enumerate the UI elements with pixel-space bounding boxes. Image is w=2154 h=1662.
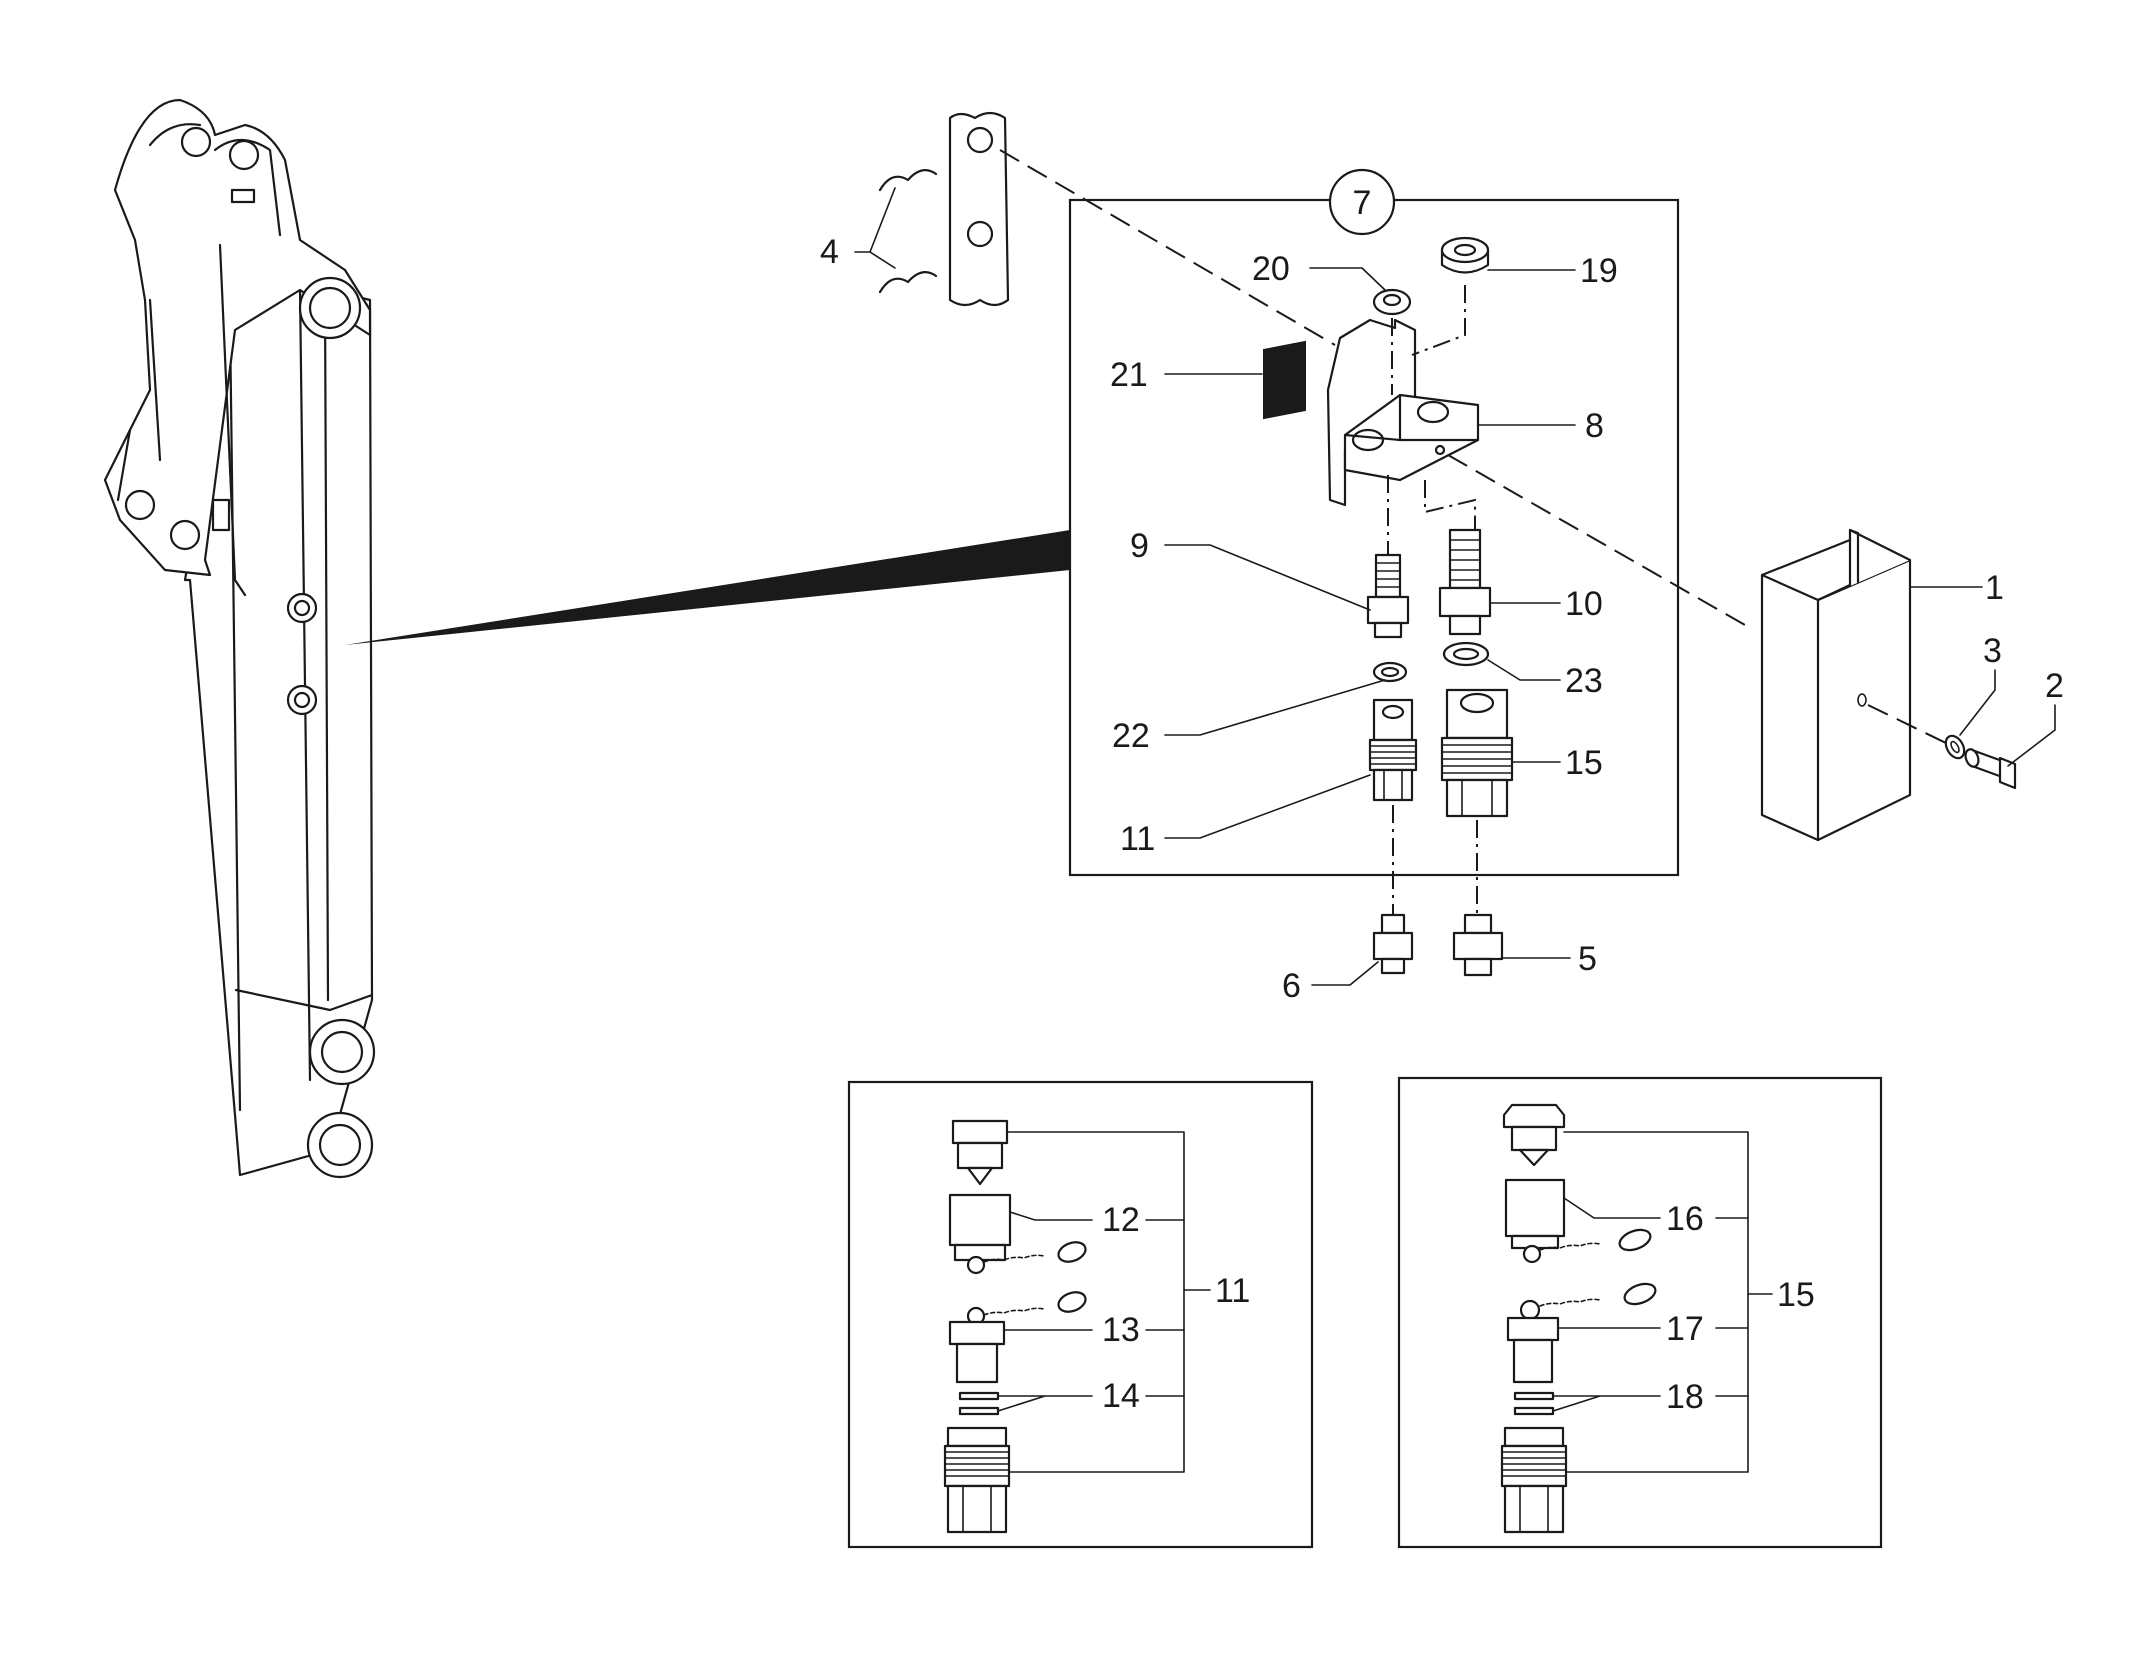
seal-23 bbox=[1442, 641, 1490, 667]
leader-20 bbox=[1309, 267, 1386, 291]
callout-3: 3 bbox=[1983, 632, 2002, 670]
bracket bbox=[1326, 318, 1480, 507]
callout-7: 7 bbox=[1353, 184, 1372, 222]
inset-left-parts bbox=[943, 1119, 1087, 1534]
nut-20 bbox=[1372, 288, 1412, 316]
inset-right-leaders bbox=[1552, 1131, 1773, 1473]
adapter-9 bbox=[1366, 553, 1410, 639]
washer-3 bbox=[1944, 734, 1966, 760]
callout-11: 11 bbox=[1120, 820, 1155, 858]
axis-19 bbox=[1411, 285, 1466, 356]
leader-22 bbox=[1164, 679, 1386, 736]
inset-left-frame bbox=[847, 1080, 1314, 1549]
leader-6 bbox=[1311, 961, 1379, 986]
inset-right-callout-15: 15 bbox=[1777, 1276, 1815, 1314]
boom-arm bbox=[103, 98, 376, 1179]
nut-19 bbox=[1440, 236, 1490, 274]
callout-15: 15 bbox=[1565, 744, 1603, 782]
callout-9: 9 bbox=[1130, 527, 1149, 565]
axis-8-10 bbox=[1424, 480, 1476, 530]
callout-23: 23 bbox=[1565, 662, 1603, 700]
inset-right-callout-17: 17 bbox=[1666, 1310, 1704, 1348]
inset-right-callout-18: 18 bbox=[1666, 1378, 1704, 1416]
leader-2 bbox=[2007, 704, 2056, 767]
inset-left-callout-14: 14 bbox=[1102, 1377, 1140, 1415]
callout-8: 8 bbox=[1585, 407, 1604, 445]
callout-4: 4 bbox=[820, 233, 839, 271]
callout-19: 19 bbox=[1580, 252, 1618, 290]
callout-2: 2 bbox=[2045, 667, 2064, 705]
adapter-10 bbox=[1438, 528, 1492, 636]
callout-6: 6 bbox=[1282, 967, 1301, 1005]
inset-left-callout-12: 12 bbox=[1102, 1201, 1140, 1239]
callout-7-circle bbox=[1328, 168, 1396, 236]
seal-22 bbox=[1372, 661, 1408, 683]
bolt-2 bbox=[1964, 748, 2017, 790]
detail-wedge bbox=[345, 530, 1070, 645]
inset-right-callout-16: 16 bbox=[1666, 1200, 1704, 1238]
leader-4 bbox=[999, 149, 1336, 346]
callout-22: 22 bbox=[1112, 717, 1150, 755]
leader-bolt bbox=[1447, 454, 1746, 626]
callout-21: 21 bbox=[1110, 356, 1148, 394]
inset-left-callout-13: 13 bbox=[1102, 1311, 1140, 1349]
inset-left-callout-11: 11 bbox=[1215, 1272, 1250, 1310]
inset-right-parts bbox=[1500, 1103, 1657, 1534]
label-plate bbox=[1263, 340, 1306, 420]
leader-3 bbox=[1959, 669, 1996, 736]
leader-bolt-2 bbox=[1867, 704, 1951, 746]
callout-10: 10 bbox=[1565, 585, 1603, 623]
leader-23 bbox=[1487, 659, 1561, 681]
inset-right-frame bbox=[1397, 1076, 1883, 1549]
plate-clips bbox=[854, 111, 1010, 307]
callout-20: 20 bbox=[1252, 250, 1290, 288]
inset-left-leaders bbox=[997, 1131, 1211, 1473]
coupler-15 bbox=[1440, 688, 1514, 818]
nipple-5 bbox=[1452, 913, 1504, 977]
coupler-11 bbox=[1368, 698, 1418, 802]
callout-5: 5 bbox=[1578, 940, 1597, 978]
leader-9 bbox=[1164, 544, 1371, 611]
callout-1: 1 bbox=[1985, 569, 2004, 607]
leader-11 bbox=[1164, 774, 1371, 839]
cover-1 bbox=[1760, 528, 1912, 842]
nipple-6 bbox=[1372, 913, 1414, 975]
